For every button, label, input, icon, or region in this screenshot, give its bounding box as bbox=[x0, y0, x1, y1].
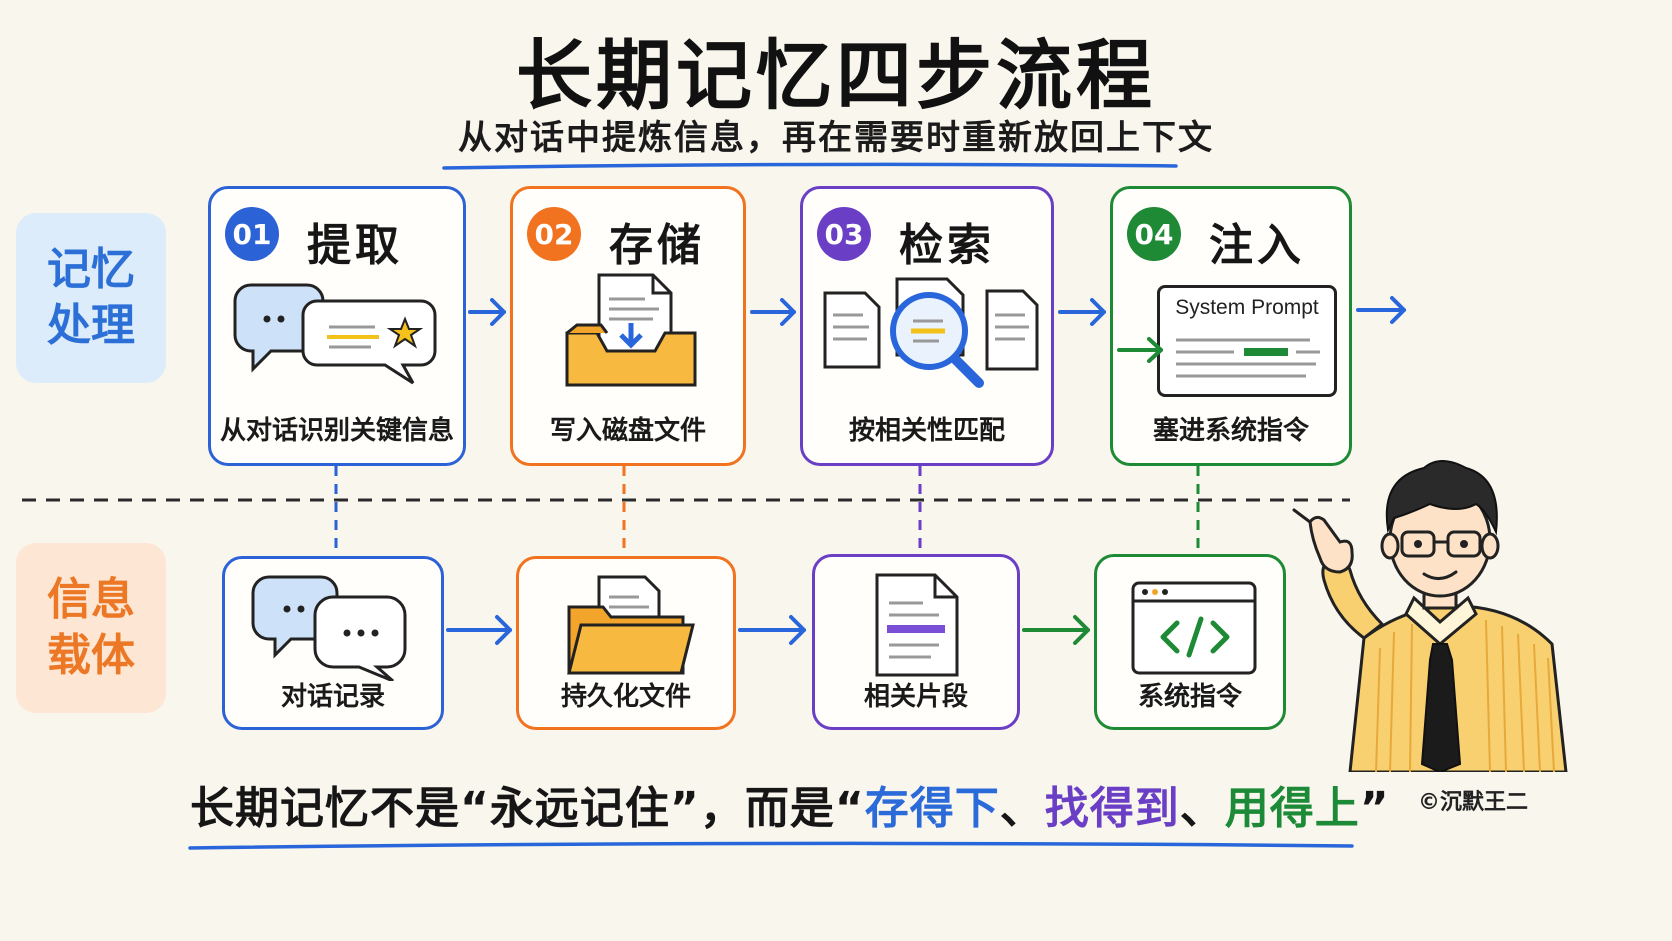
side-label-info-carrier: 信息载体 bbox=[16, 543, 166, 713]
step-number-badge: 01 bbox=[225, 207, 279, 261]
carrier-card-file: 持久化文件 bbox=[516, 556, 736, 730]
step-caption: 按相关性匹配 bbox=[848, 416, 1005, 446]
page-subtitle: 从对话中提炼信息，再在需要时重新放回上下文 bbox=[458, 118, 1214, 158]
step-card-inject: 04 注入 System Prompt 塞进系统指令 bbox=[1110, 186, 1352, 466]
search-documents-icon bbox=[823, 277, 1039, 388]
step-card-store: 02 存储 写入磁盘文件 bbox=[510, 186, 746, 466]
subtitle-underline bbox=[442, 162, 1178, 170]
arrow-right-icon bbox=[1022, 615, 1090, 645]
code-window-icon bbox=[1131, 581, 1257, 675]
step-card-retrieve: 03 检索 按相关性匹配 bbox=[800, 186, 1054, 466]
system-prompt-panel: System Prompt bbox=[1157, 285, 1337, 397]
step-number-badge: 04 bbox=[1127, 207, 1181, 261]
footer-highlight-store: 存得下 bbox=[864, 783, 1000, 834]
arrow-right-icon bbox=[1058, 298, 1106, 326]
footer-separator: 、 bbox=[999, 783, 1045, 834]
arrow-right-icon bbox=[468, 298, 506, 326]
copyright-mark: ©沉默王二 bbox=[1418, 790, 1529, 815]
chat-bubbles-icon bbox=[251, 575, 407, 681]
footer-message: 长期记忆不是“永远记住”，而是“存得下、找得到、用得上” bbox=[190, 772, 1390, 836]
side-label-memory-processing: 记忆处理 bbox=[16, 213, 166, 383]
arrow-right-icon bbox=[750, 298, 796, 326]
folder-with-document-icon bbox=[567, 575, 695, 675]
carrier-card-dialog: 对话记录 bbox=[222, 556, 444, 730]
footer-separator: 、 bbox=[1179, 783, 1225, 834]
step-caption: 从对话识别关键信息 bbox=[219, 416, 454, 446]
step-caption: 塞进系统指令 bbox=[1152, 416, 1309, 446]
step-number-badge: 03 bbox=[817, 207, 871, 261]
step-title: 注入 bbox=[1209, 220, 1305, 271]
footer-suffix: ” bbox=[1359, 783, 1390, 834]
document-highlight-icon bbox=[875, 573, 959, 677]
document-into-inbox-icon bbox=[565, 273, 697, 387]
step-title: 检索 bbox=[899, 220, 995, 271]
green-arrow-in-icon bbox=[1117, 337, 1163, 363]
carrier-card-instruction: 系统指令 bbox=[1094, 554, 1286, 730]
footer-highlight-find: 找得到 bbox=[1044, 783, 1180, 834]
step-caption: 写入磁盘文件 bbox=[549, 416, 706, 446]
carrier-caption: 相关片段 bbox=[863, 682, 968, 712]
system-prompt-label: System Prompt bbox=[1175, 296, 1319, 319]
carrier-caption: 对话记录 bbox=[280, 682, 385, 712]
chat-bubbles-star-icon bbox=[233, 283, 437, 385]
step-title: 提取 bbox=[307, 220, 403, 271]
footer-underline bbox=[188, 841, 1354, 850]
page-title: 长期记忆四步流程 bbox=[516, 31, 1156, 120]
carrier-caption: 系统指令 bbox=[1137, 682, 1242, 712]
step-title: 存储 bbox=[609, 220, 705, 271]
footer-prefix: 长期记忆不是“永远记住”，而是“ bbox=[190, 783, 865, 834]
arrow-right-icon bbox=[738, 615, 806, 645]
carrier-caption: 持久化文件 bbox=[560, 682, 691, 712]
footer-highlight-use: 用得上 bbox=[1224, 783, 1360, 834]
arrow-right-icon bbox=[446, 615, 512, 645]
arrow-right-icon bbox=[1356, 296, 1406, 324]
presenter-illustration bbox=[1292, 460, 1568, 772]
carrier-card-snippet: 相关片段 bbox=[812, 554, 1020, 730]
step-card-extract: 01 提取 从对话识别关键信息 bbox=[208, 186, 466, 466]
prompt-lines-icon bbox=[1176, 338, 1320, 378]
step-number-badge: 02 bbox=[527, 207, 581, 261]
